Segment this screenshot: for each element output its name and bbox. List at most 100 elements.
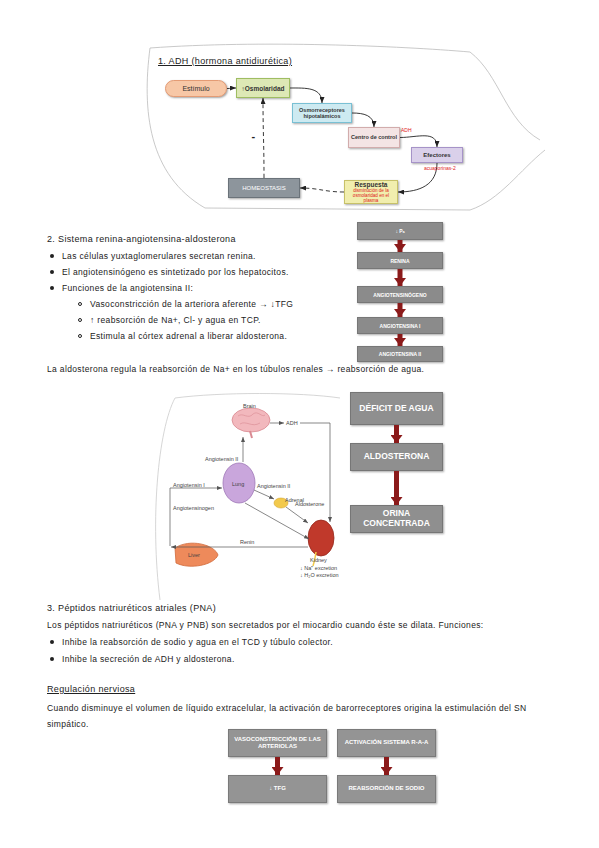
lung-shape [223,463,255,503]
node-text: Estímulo [182,85,209,92]
node-text: ANGIOTENSINÓGENO [373,292,426,298]
figure-label: ↓ H₂O excretion [300,572,345,579]
block-arrow [398,334,403,346]
block-arrow [398,269,403,286]
liver-shape [175,543,218,566]
bullet-marker [50,640,54,644]
brain-folds [238,413,265,425]
bullet-text: Estimula al córtex adrenal a liberar ald… [90,331,352,342]
node-text: ANGIOTENSINA II [379,351,421,357]
node-body: disminución de la osmolaridad en el plas… [347,188,395,203]
node-text: Centro de control [351,134,397,140]
flow-box: ACTIVACIÓN SISTEMA R-A-A [337,729,436,757]
block-arrow [394,425,399,443]
edge-label: - [252,130,256,142]
kidney-shape [308,520,334,556]
cascade-box: RENINA [357,252,443,269]
paragraph: Los péptidos natriuréticos (PNA y PNB) s… [47,620,592,631]
bullet-marker [50,286,54,290]
bullet-marker [78,318,82,322]
bullet-marker [50,657,54,661]
cascade-box: ANGIOTENSINÓGENO [357,286,443,303]
node-text: ORINA CONCENTRADA [353,509,440,529]
stimulus-pill: Estímulo [165,80,227,97]
hormone-arrow [254,490,274,499]
process-box: Respuestadisminución de la osmolaridad e… [344,180,398,204]
process-box: HOMEOSTASIS [228,178,300,198]
process-box: Centro de control [348,127,400,148]
process-box: ↑Osmolaridad [236,78,290,98]
node-text: Osmorreceptores hipotalámicos [295,107,349,119]
paragraph: La aldosterona regula la reabsorción de … [47,364,577,375]
hormone-arrow [171,547,308,548]
node-text: DÉFICIT DE AGUA [359,404,433,414]
bullet-marker [78,334,82,338]
hormone-arrow [286,507,308,523]
bullet-text: ↑ reabsorción de Na+, Cl- y agua en TCP. [90,315,352,326]
cascade-box: ANGIOTENSINA II [357,346,443,362]
bullet-text: Funciones de la angiotensina II: [62,283,352,294]
flow-box: REABSORCIÓN DE SODIO [337,775,436,803]
annotation: ADH [401,127,431,133]
flow-arrow [290,88,322,103]
flow-box: VASOCONSTRICCIÓN DE LAS ARTERIOLAS [228,729,327,757]
hormone-arrow [245,503,309,539]
process-box: Osmorreceptores hipotalámicos [292,103,352,123]
block-arrow [398,303,403,317]
figure-label: Brain [243,403,273,410]
section-heading: 3. Péptidos natriuréticos atriales (PNA) [47,603,347,614]
node-text: ALDOSTERONA [364,452,430,462]
node-text: RENINA [390,258,409,264]
node-text: Efectores [423,152,450,158]
hormone-arrow [170,488,222,546]
figure-label: Renin [240,539,260,546]
flow-box: DÉFICIT DE AGUA [350,392,443,425]
feedback-arrow [263,98,264,178]
region-outline [150,44,540,140]
figure-label: Angiotensin II [257,483,297,490]
figure-label: Kidney [310,557,335,564]
flow-box: ORINA CONCENTRADA [350,505,443,533]
flow-arrow [400,136,437,147]
figure-label: Lung [232,481,252,488]
feedback-arrow [300,188,344,192]
hormone-arrow [243,437,244,462]
figure-label: Liver [188,552,208,559]
bullet-text: Inhibe la secreción de ADH y aldosterona… [62,654,562,665]
block-arrow [384,757,389,775]
figure-label: Angiotensin II [205,456,245,463]
node-text: Respuesta [355,181,388,188]
brain-stem [250,431,252,438]
flow-box: ALDOSTERONA [350,443,443,471]
flow-arrow [352,113,374,127]
figure-label: Aldosterone [295,501,327,508]
bullet-text: Inhibe la reabsorción de sodio y agua en… [62,637,562,648]
bullet-marker [78,302,82,306]
region-outline [147,48,545,210]
bullet-marker [50,254,54,258]
bullet-text: El angiotensinógeno es sintetizado por l… [62,267,352,278]
flow-box: ↓ TFG [228,775,327,803]
paragraph: Cuando disminuye el volumen de líquido e… [47,700,547,732]
annotation: acuaporinas-2 [424,165,484,171]
brain-organ [232,408,270,438]
block-arrow [275,757,280,775]
bullet-text: Las células yuxtaglomerulares secretan r… [62,251,352,262]
figure-label: Angiotensinogen [173,505,218,512]
node-text: VASOCONSTRICCIÓN DE LAS ARTERIOLAS [231,736,324,750]
block-arrow [398,240,403,252]
figure-label: Angiotensin I [173,482,213,489]
diagram-heading: 1. ADH (hormona antidiurética) [158,56,378,67]
section-heading: Regulación nerviosa [47,684,247,695]
node-text: ↓ TFG [269,785,286,792]
hormone-arrow [300,423,330,522]
block-arrow [394,471,399,505]
brain-shape [232,408,270,432]
flow-arrow [227,88,236,90]
node-text: REABSORCIÓN DE SODIO [348,785,424,792]
node-text: ↑Osmolaridad [242,85,285,92]
figure-label: ADH [286,420,306,427]
